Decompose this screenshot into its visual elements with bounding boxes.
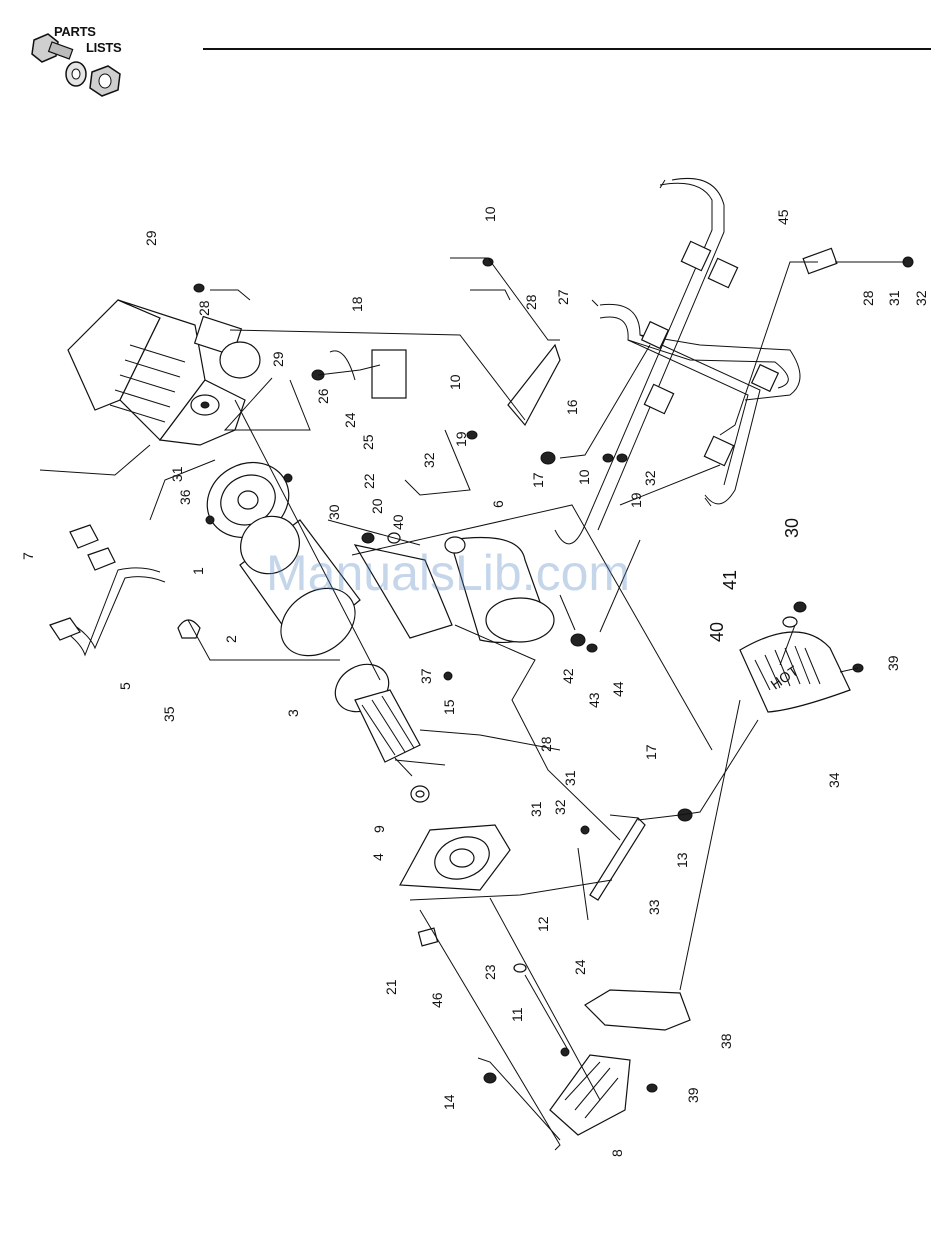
callout-7: 7 — [20, 552, 36, 560]
callout-9: 9 — [371, 825, 387, 833]
callout-38: 38 — [718, 1033, 734, 1049]
callout-29-a: 29 — [143, 230, 159, 246]
callout-5: 5 — [117, 682, 133, 690]
callout-32-c: 32 — [552, 799, 568, 815]
callout-8: 8 — [609, 1149, 625, 1157]
callout-1: 1 — [190, 567, 206, 575]
callout-28-d: 28 — [860, 290, 876, 306]
bearing — [411, 786, 429, 802]
callout-10-a: 10 — [482, 206, 498, 222]
callout-16: 16 — [564, 399, 580, 415]
callout-28-b: 28 — [523, 294, 539, 310]
callout-43: 43 — [586, 692, 602, 708]
callout-24-b: 24 — [572, 959, 588, 975]
frame-cradle — [555, 178, 800, 543]
callout-42: 42 — [560, 668, 576, 684]
callout-31-a: 31 — [169, 466, 185, 482]
callout-17-a: 17 — [530, 472, 546, 488]
callout-3: 3 — [285, 709, 301, 717]
callout-40-a: 40 — [390, 514, 406, 530]
rotor — [327, 655, 420, 776]
callout-4: 4 — [370, 853, 386, 861]
end-cover — [550, 1055, 630, 1135]
callout-28-c: 28 — [538, 736, 554, 752]
base-pan — [585, 990, 690, 1030]
callout-15: 15 — [441, 699, 457, 715]
callout-19-b: 19 — [628, 492, 644, 508]
callout-31-b: 31 — [562, 770, 578, 786]
callout-24-a: 24 — [342, 412, 358, 428]
callout-39-b: 39 — [685, 1087, 701, 1103]
callout-20: 20 — [369, 498, 385, 514]
callout-10-b: 10 — [447, 374, 463, 390]
callout-32-a: 32 — [421, 452, 437, 468]
callout-10-c: 10 — [576, 469, 592, 485]
callout-21: 21 — [383, 979, 399, 995]
callout-25: 25 — [360, 434, 376, 450]
callout-40-b: 40 — [707, 622, 727, 642]
callout-31-c: 31 — [528, 801, 544, 817]
cradle-bracket-13 — [590, 818, 645, 900]
callout-33: 33 — [646, 899, 662, 915]
callout-23: 23 — [482, 964, 498, 980]
callout-19-a: 19 — [453, 431, 469, 447]
callout-30-b: 30 — [782, 518, 802, 538]
hot-heat-plate: HOT — [740, 632, 850, 712]
callout-35: 35 — [161, 706, 177, 722]
callout-31-d: 31 — [886, 290, 902, 306]
callout-26: 26 — [315, 388, 331, 404]
support-bracket-16 — [508, 345, 560, 425]
callout-2: 2 — [223, 635, 239, 643]
callout-30-a: 30 — [326, 504, 342, 520]
callout-44: 44 — [610, 681, 626, 697]
callout-18: 18 — [349, 296, 365, 312]
callout-29-b: 29 — [270, 351, 286, 367]
exhaust-pipe — [50, 525, 165, 655]
callout-22: 22 — [361, 473, 377, 489]
callout-36: 36 — [177, 489, 193, 505]
callout-41: 41 — [720, 570, 740, 590]
brush-holder — [418, 928, 437, 946]
callout-11: 11 — [509, 1007, 525, 1022]
callout-39-a: 39 — [885, 655, 901, 671]
callout-32-d: 32 — [913, 290, 929, 306]
callout-37: 37 — [418, 668, 434, 684]
callout-14: 14 — [441, 1094, 457, 1110]
callout-28-a: 28 — [196, 300, 212, 316]
callout-46: 46 — [429, 992, 445, 1008]
callout-6: 6 — [490, 500, 506, 508]
callout-12: 12 — [535, 916, 551, 932]
callout-45: 45 — [775, 209, 791, 225]
callout-13: 13 — [674, 852, 690, 868]
watermark: ManualsLib.com — [266, 545, 630, 601]
callout-32-b: 32 — [642, 470, 658, 486]
callout-17-b: 17 — [643, 744, 659, 760]
callout-34: 34 — [826, 772, 842, 788]
rear-bearing-carrier — [400, 825, 510, 890]
callout-27: 27 — [555, 289, 571, 305]
